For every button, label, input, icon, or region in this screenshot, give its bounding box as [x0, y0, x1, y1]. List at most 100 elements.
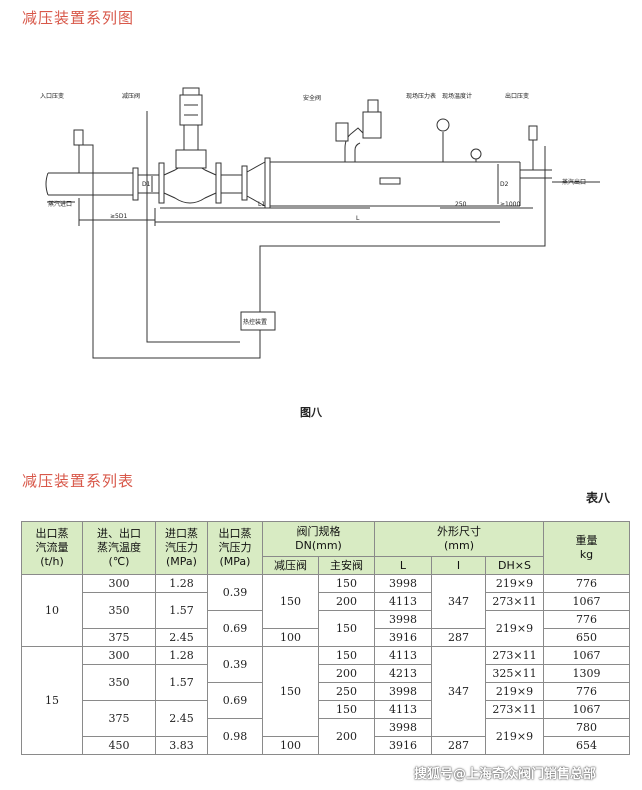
- cell-valve-safety: 150: [318, 610, 375, 647]
- header-flow: 出口蒸 汽流量 (t/h): [21, 521, 83, 575]
- cell-valve-reduce: 100: [262, 628, 319, 647]
- dim-l-label: L: [356, 215, 360, 222]
- cell-l: 3998: [374, 574, 432, 593]
- diagram-heading: 减压装置系列图: [22, 9, 135, 27]
- cell-p-in: 2.45: [155, 700, 208, 737]
- cell-valve-safety: 150: [318, 700, 375, 719]
- cell-weight: 776: [543, 574, 630, 593]
- header-weight: 重量 kg: [543, 521, 630, 575]
- cell-i: 287: [431, 736, 486, 755]
- cell-dhs: 219×9: [485, 574, 544, 593]
- dim-d2-label: D2: [500, 181, 509, 188]
- cell-weight: 776: [543, 682, 630, 701]
- cell-dhs: 219×9: [485, 682, 544, 701]
- cell-weight: 650: [543, 628, 630, 647]
- header-temp: 进、出口 蒸汽温度 (℃): [82, 521, 156, 575]
- cell-temp: 375: [82, 628, 156, 647]
- cell-dhs: 219×9: [485, 610, 544, 647]
- cell-p-in: 1.28: [155, 574, 208, 593]
- steam-inlet-label: 蒸汽进口: [48, 200, 72, 208]
- table-row: 350 1.57 200 4113 273×11 1067: [22, 592, 630, 629]
- dim-d1-label: D1: [142, 181, 151, 188]
- cell-l: 3998: [374, 718, 432, 737]
- spec-table: 出口蒸 汽流量 (t/h) 进、出口 蒸汽温度 (℃) 进口蒸 汽压力 (MPa…: [21, 521, 630, 755]
- cell-p-in: 1.28: [155, 646, 208, 665]
- header-dim-group: 外形尺寸 (mm): [374, 521, 544, 557]
- cell-l: 4113: [374, 646, 432, 665]
- cell-l: 3916: [374, 628, 432, 647]
- header-valve-group: 阀门规格 DN(mm): [262, 521, 375, 557]
- watermark: 搜狐号@上海奇众阀门销售总部: [414, 767, 597, 782]
- cell-i: 347: [431, 646, 486, 737]
- dim-l1-label: L1: [258, 201, 265, 208]
- inlet-transmitter-label: 入口压变: [40, 92, 64, 100]
- table-row: 375 2.45 100 3916 287 650: [22, 628, 630, 647]
- cell-temp: 450: [82, 736, 156, 755]
- header-valve-reduce: 减压阀: [262, 556, 319, 575]
- reducing-valve-label: 减压阀: [122, 92, 140, 100]
- table-number: 表八: [586, 491, 611, 505]
- cell-dhs: 219×9: [485, 718, 544, 755]
- safety-valve-label: 安全阀: [303, 94, 321, 102]
- cell-l: 3916: [374, 736, 432, 755]
- outlet-transmitter-label: 出口压变: [505, 92, 529, 100]
- cell-dhs: 325×11: [485, 664, 544, 683]
- cell-i: 347: [431, 574, 486, 629]
- cell-l: 3998: [374, 610, 432, 629]
- cell-weight: 776: [543, 610, 630, 629]
- cell-valve-reduce: 100: [262, 736, 319, 755]
- cell-weight: 654: [543, 736, 630, 755]
- cell-p-in: 2.45: [155, 628, 208, 647]
- table-row: 0.69 250 3998 219×9 776: [22, 682, 630, 719]
- header-p-out: 出口蒸 汽压力 (MPa): [207, 521, 263, 575]
- table-row: 0.98 200 3998 219×9 780: [22, 718, 630, 755]
- cell-flow: 15: [21, 646, 83, 755]
- cell-l: 4213: [374, 664, 432, 683]
- steam-outlet-label: 蒸汽出口: [562, 178, 586, 186]
- cell-l: 4113: [374, 592, 432, 611]
- cell-temp: 350: [82, 592, 156, 629]
- cell-p-out: 0.69: [207, 682, 263, 719]
- cell-valve-reduce: 150: [262, 646, 319, 737]
- dim-1000-label: ≥1000: [500, 201, 520, 208]
- site-thermometer-label: 现场温度计: [442, 92, 472, 100]
- cell-valve-safety: 250: [318, 682, 375, 701]
- table-row: 450 3.83 100 3916 287 654: [22, 736, 630, 755]
- table-row: 350 1.57 200 4213 325×11 1309: [22, 664, 630, 701]
- cell-valve-safety: 150: [318, 574, 375, 593]
- header-p-in: 进口蒸 汽压力 (MPa): [155, 521, 208, 575]
- cell-valve-safety: 150: [318, 646, 375, 665]
- cell-l: 4113: [374, 700, 432, 719]
- cell-p-out: 0.39: [207, 646, 263, 683]
- cell-weight: 1309: [543, 664, 630, 683]
- cell-weight: 1067: [543, 646, 630, 665]
- cell-p-in: 3.83: [155, 736, 208, 755]
- cell-weight: 1067: [543, 592, 630, 611]
- dim-5d1-label: ≥5D1: [110, 213, 127, 220]
- header-valve-safety: 主安阀: [318, 556, 375, 575]
- cell-i: 287: [431, 628, 486, 647]
- cell-valve-safety: 200: [318, 664, 375, 683]
- cell-dhs: 273×11: [485, 700, 544, 719]
- dim-250-label: 250: [455, 201, 467, 208]
- cell-p-out: 0.39: [207, 574, 263, 611]
- cell-dhs: 273×11: [485, 592, 544, 611]
- cell-flow: 10: [21, 574, 83, 647]
- header-dim-l: L: [374, 556, 432, 575]
- header-dim-dhs: DH×S: [485, 556, 544, 575]
- cell-p-out: 0.69: [207, 610, 263, 647]
- pressure-reducing-diagram: 入口压变 减压阀 安全阀 现场压力表 现场温度计 出口压变 蒸汽进口 蒸汽出口 …: [40, 87, 600, 359]
- cell-temp: 300: [82, 646, 156, 665]
- cell-p-in: 1.57: [155, 592, 208, 629]
- cell-valve-safety: 200: [318, 718, 375, 755]
- controller-label: 热控装置: [243, 318, 267, 326]
- table-row: 10 300 1.28 0.39 150 150 3998 347 219×9 …: [21, 574, 630, 647]
- cell-weight: 780: [543, 718, 630, 737]
- cell-temp: 300: [82, 574, 156, 593]
- cell-temp: 375: [82, 700, 156, 737]
- cell-temp: 350: [82, 664, 156, 701]
- cell-p-out: 0.98: [207, 718, 263, 755]
- header-dim-i: I: [431, 556, 486, 575]
- table-heading: 减压装置系列表: [22, 472, 135, 490]
- cell-l: 3998: [374, 682, 432, 701]
